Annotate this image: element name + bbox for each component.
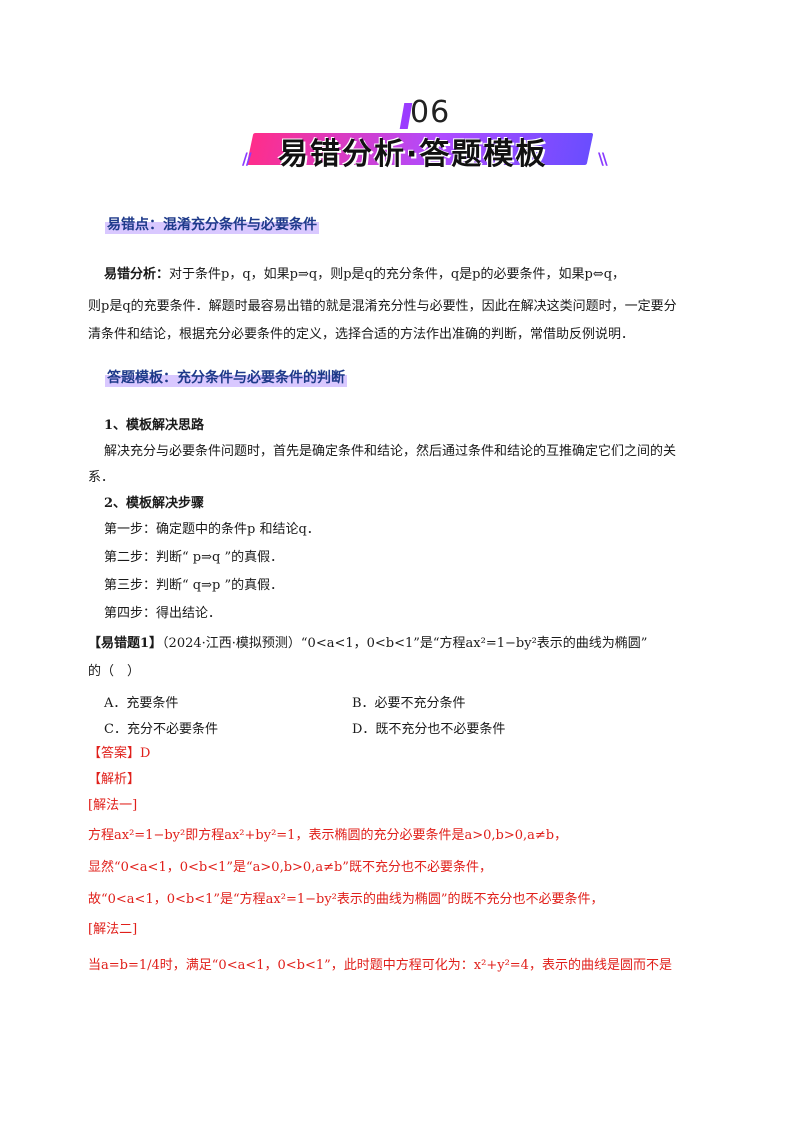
method-2-tag: [解法二] [88, 922, 138, 937]
answer-line: 【答案】D [88, 746, 151, 761]
slash-decoration-left: // [242, 149, 252, 168]
header-title: 易错分析·答题模板 [278, 137, 548, 172]
solution-line-4: 当a=b=1/4时，满足“0<a<1，0<b<1”，此时题中方程可化为：x²+y… [88, 958, 672, 973]
option-d: D．既不充分也不必要条件 [352, 722, 506, 737]
template-step-1: 第一步：确定题中的条件p 和结论q． [104, 522, 320, 537]
solution-line-3: 故“0<a<1，0<b<1”是“方程ax²=1−by²表示的曲线为椭圆”的既不充… [88, 892, 604, 907]
option-b: B．必要不充分条件 [352, 696, 466, 711]
analysis-line-1: 易错分析：对于条件p，q，如果p⇒q，则p是q的充分条件，q是p的必要条件，如果… [104, 267, 626, 282]
header-number: 06 [410, 95, 451, 130]
template-step-3: 第三步：判断“ q⇒p ”的真假． [104, 578, 284, 593]
slash-decoration-right: \\ [598, 149, 608, 168]
problem-tag: 【易错题1】 [88, 636, 163, 651]
problem-stem-line-1: 【易错题1】（2024·江西·模拟预测）“0<a<1，0<b<1”是“方程ax²… [88, 636, 648, 651]
template-text-1a: 解决充分与必要条件问题时，首先是确定条件和结论，然后通过条件和结论的互推确定它们… [104, 444, 677, 459]
section-heading-template: 答题模板：充分条件与必要条件的判断 [105, 367, 347, 387]
section-heading-error-point: 易错点：混淆充分条件与必要条件 [105, 214, 319, 234]
header-banner: 06 易错分析·答题模板 // \\ [242, 95, 610, 175]
template-step-4: 第四步：得出结论． [104, 606, 222, 621]
solution-line-2: 显然“0<a<1，0<b<1”是“a>0,b>0,a≠b”既不充分也不必要条件， [88, 860, 492, 875]
analysis-line-3: 清条件和结论，根据充分必要条件的定义，选择合适的方法作出准确的判断，常借助反例说… [88, 327, 635, 342]
template-heading-1: 1、模板解决思路 [104, 418, 205, 433]
template-heading-2: 2、模板解决步骤 [104, 496, 205, 511]
template-text-1b: 系． [88, 470, 115, 485]
option-c: C．充分不必要条件 [104, 722, 218, 737]
analysis-tag: 【解析】 [88, 772, 141, 787]
option-a: A．充要条件 [104, 696, 179, 711]
problem-stem-line-2: 的（ ） [88, 664, 141, 679]
method-1-tag: [解法一] [88, 798, 138, 813]
template-step-2: 第二步：判断“ p⇒q ”的真假． [104, 550, 284, 565]
solution-line-1: 方程ax²=1−by²即方程ax²+by²=1，表示椭圆的充分必要条件是a>0,… [88, 828, 568, 843]
analysis-line-2: 则p是q的充要条件．解题时最容易出错的就是混淆充分性与必要性，因此在解决这类问题… [88, 299, 677, 314]
analysis-label: 易错分析： [104, 267, 170, 282]
